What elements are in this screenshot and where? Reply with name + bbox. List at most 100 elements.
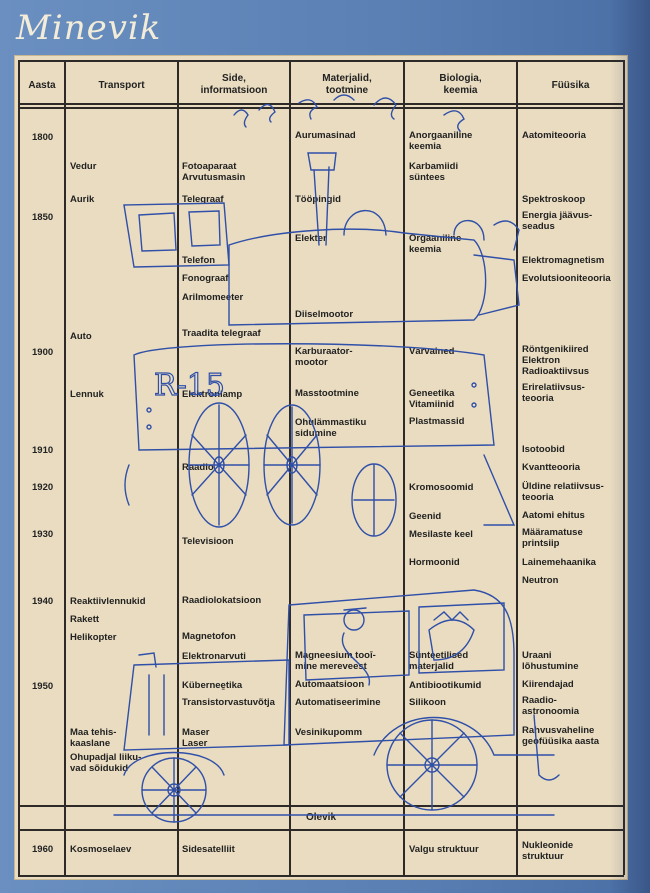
comms-item: Kübernee̱tika xyxy=(182,680,243,691)
comms-item: Raadio xyxy=(182,462,214,473)
physics-item: Erirelatiivsus- teooria xyxy=(522,382,585,404)
transport-item: Aurik xyxy=(70,194,95,205)
column-divider xyxy=(289,60,291,875)
minevik-logo: Minevik xyxy=(16,8,162,48)
transport-item: Kosmoselaev xyxy=(70,844,132,855)
biology-item: Sünteetilised materjalid xyxy=(409,650,469,672)
physics-item: Lainemehaanika xyxy=(522,557,596,568)
physics-item: Neutron xyxy=(522,575,559,586)
physics-item: Raadio- astronoomia xyxy=(522,695,580,717)
header-communication: Side, informatsioon xyxy=(200,73,268,96)
transport-item: Auto xyxy=(70,331,92,342)
materials-item: Ohulämmastiku sidumine xyxy=(295,417,367,439)
present-divider xyxy=(18,805,624,807)
column-divider xyxy=(64,60,66,875)
year-1850: 1850 xyxy=(32,212,54,223)
physics-item: Elektromagnetism xyxy=(522,255,605,266)
column-divider xyxy=(177,60,179,875)
table-top-border xyxy=(18,60,624,62)
biology-item: Värvained xyxy=(409,346,455,357)
year-1940: 1940 xyxy=(32,596,54,607)
biology-item: Valgu struktuur xyxy=(409,844,479,855)
biology-item: Kromosoomid xyxy=(409,482,474,493)
comms-item: Televisioon xyxy=(182,536,234,547)
header-transport: Transport xyxy=(98,80,145,91)
table-bottom-border xyxy=(18,875,624,877)
year-1900: 1900 xyxy=(32,347,54,358)
present-label: Olevik xyxy=(305,812,337,823)
materials-item: Elekter xyxy=(295,233,327,244)
materials-item: Automatiseerimine xyxy=(295,697,381,708)
materials-item: Automaatsioon xyxy=(295,679,365,690)
comms-item: Transistorvastuvõtja xyxy=(182,697,275,708)
transport-item: Lennuk xyxy=(70,389,104,400)
table-border-right xyxy=(623,60,625,875)
comms-item: Maser Laser xyxy=(182,727,210,749)
comms-item: Elektronarvuti xyxy=(182,651,246,662)
transport-item: Maa tehis- kaaslane xyxy=(70,727,117,749)
physics-item: Evolutsiooniteooria xyxy=(522,273,611,284)
biology-item: Karbamiidi süntees xyxy=(409,161,459,183)
materials-item: Karburaator- mootor xyxy=(295,346,353,368)
physics-item: Energia jäävus- seadus xyxy=(522,210,593,232)
year-1950: 1950 xyxy=(32,681,54,692)
header-materials: Materjalid, tootmine xyxy=(322,73,372,96)
year-1930: 1930 xyxy=(32,529,54,540)
physics-item: Isotoobid xyxy=(522,444,565,455)
comms-item: Telegraaf xyxy=(182,194,224,205)
year-1920: 1920 xyxy=(32,482,54,493)
column-divider xyxy=(516,60,518,875)
table-border-left xyxy=(18,60,20,875)
transport-item: Rakett xyxy=(70,614,100,625)
comms-item: Raadiolokatsioon xyxy=(182,595,262,606)
biology-item: Silikoon xyxy=(409,697,446,708)
physics-item: Kvantteooria xyxy=(522,462,581,473)
biology-item: Plastmassid xyxy=(409,416,465,427)
comms-item: Arilmomeeter xyxy=(182,292,244,303)
comms-item: Elektronlamp xyxy=(182,389,243,400)
comms-item: Fonograaf xyxy=(182,273,229,284)
transport-item: Helikopter xyxy=(70,632,117,643)
materials-item: Diiselmootor xyxy=(295,309,354,320)
column-divider xyxy=(403,60,405,875)
materials-item: Vesinikupomm xyxy=(295,727,363,738)
physics-item: Üldine relatiivsus- teooria xyxy=(522,481,604,503)
year-1910: 1910 xyxy=(32,445,54,456)
biology-item: Antibiootikumid xyxy=(409,680,482,691)
year-1960: 1960 xyxy=(32,844,54,855)
year-1800: 1800 xyxy=(32,132,54,143)
materials-item: Aurumasinad xyxy=(295,130,356,141)
header-year: Aasta xyxy=(28,80,56,91)
physics-item: Kiirendajad xyxy=(522,679,574,690)
present-divider xyxy=(18,829,624,831)
physics-item: Uraani lõhustumine xyxy=(522,650,579,672)
header-physics: Füüsika xyxy=(551,80,590,91)
transport-item: Reaktiivlennukid xyxy=(70,596,146,607)
biology-item: Anorgaaniline keemia xyxy=(409,130,473,152)
physics-item: Spektroskoop xyxy=(522,194,586,205)
header-divider xyxy=(18,103,624,105)
materials-item: Masstootmine xyxy=(295,388,359,399)
comms-item: Telefon xyxy=(182,255,216,266)
transport-item: Ohupadjal liiku- vad sõidukid xyxy=(70,752,142,774)
materials-item: Tööpingid xyxy=(295,194,341,205)
biology-item: Hormoonid xyxy=(409,557,460,568)
comms-item: Magnetofon xyxy=(182,631,236,642)
header-divider xyxy=(18,107,624,109)
header-biology: Biologia, keemia xyxy=(439,73,482,96)
physics-item: Rahvusvaheline geofüüsika aasta xyxy=(522,725,600,747)
page-edge-shadow xyxy=(610,0,650,893)
timeline-table: Aasta Transport Side, informatsioon Mate… xyxy=(14,55,628,880)
transport-item: Vedur xyxy=(70,161,97,172)
physics-item: Nukleonide struktuur xyxy=(522,840,574,862)
biology-item: Geenid xyxy=(409,511,442,522)
biology-item: Orgaaniline keemia xyxy=(409,233,462,255)
physics-item: Röntgenikiired Elektron Radioaktiivsus xyxy=(522,344,590,377)
physics-item: Aatomiteooria xyxy=(522,130,586,141)
table-grid: Aasta Transport Side, informatsioon Mate… xyxy=(14,55,628,880)
biology-item: Geneetika Vitamiinid xyxy=(409,388,455,410)
materials-item: Magneesium tooī- mine mereveest xyxy=(295,650,376,672)
physics-item: Aatomi ehitus xyxy=(522,510,585,521)
comms-item: Fotoaparaat Arvutusmasin xyxy=(182,161,246,183)
comms-item: Sidesatelliit xyxy=(182,844,235,855)
